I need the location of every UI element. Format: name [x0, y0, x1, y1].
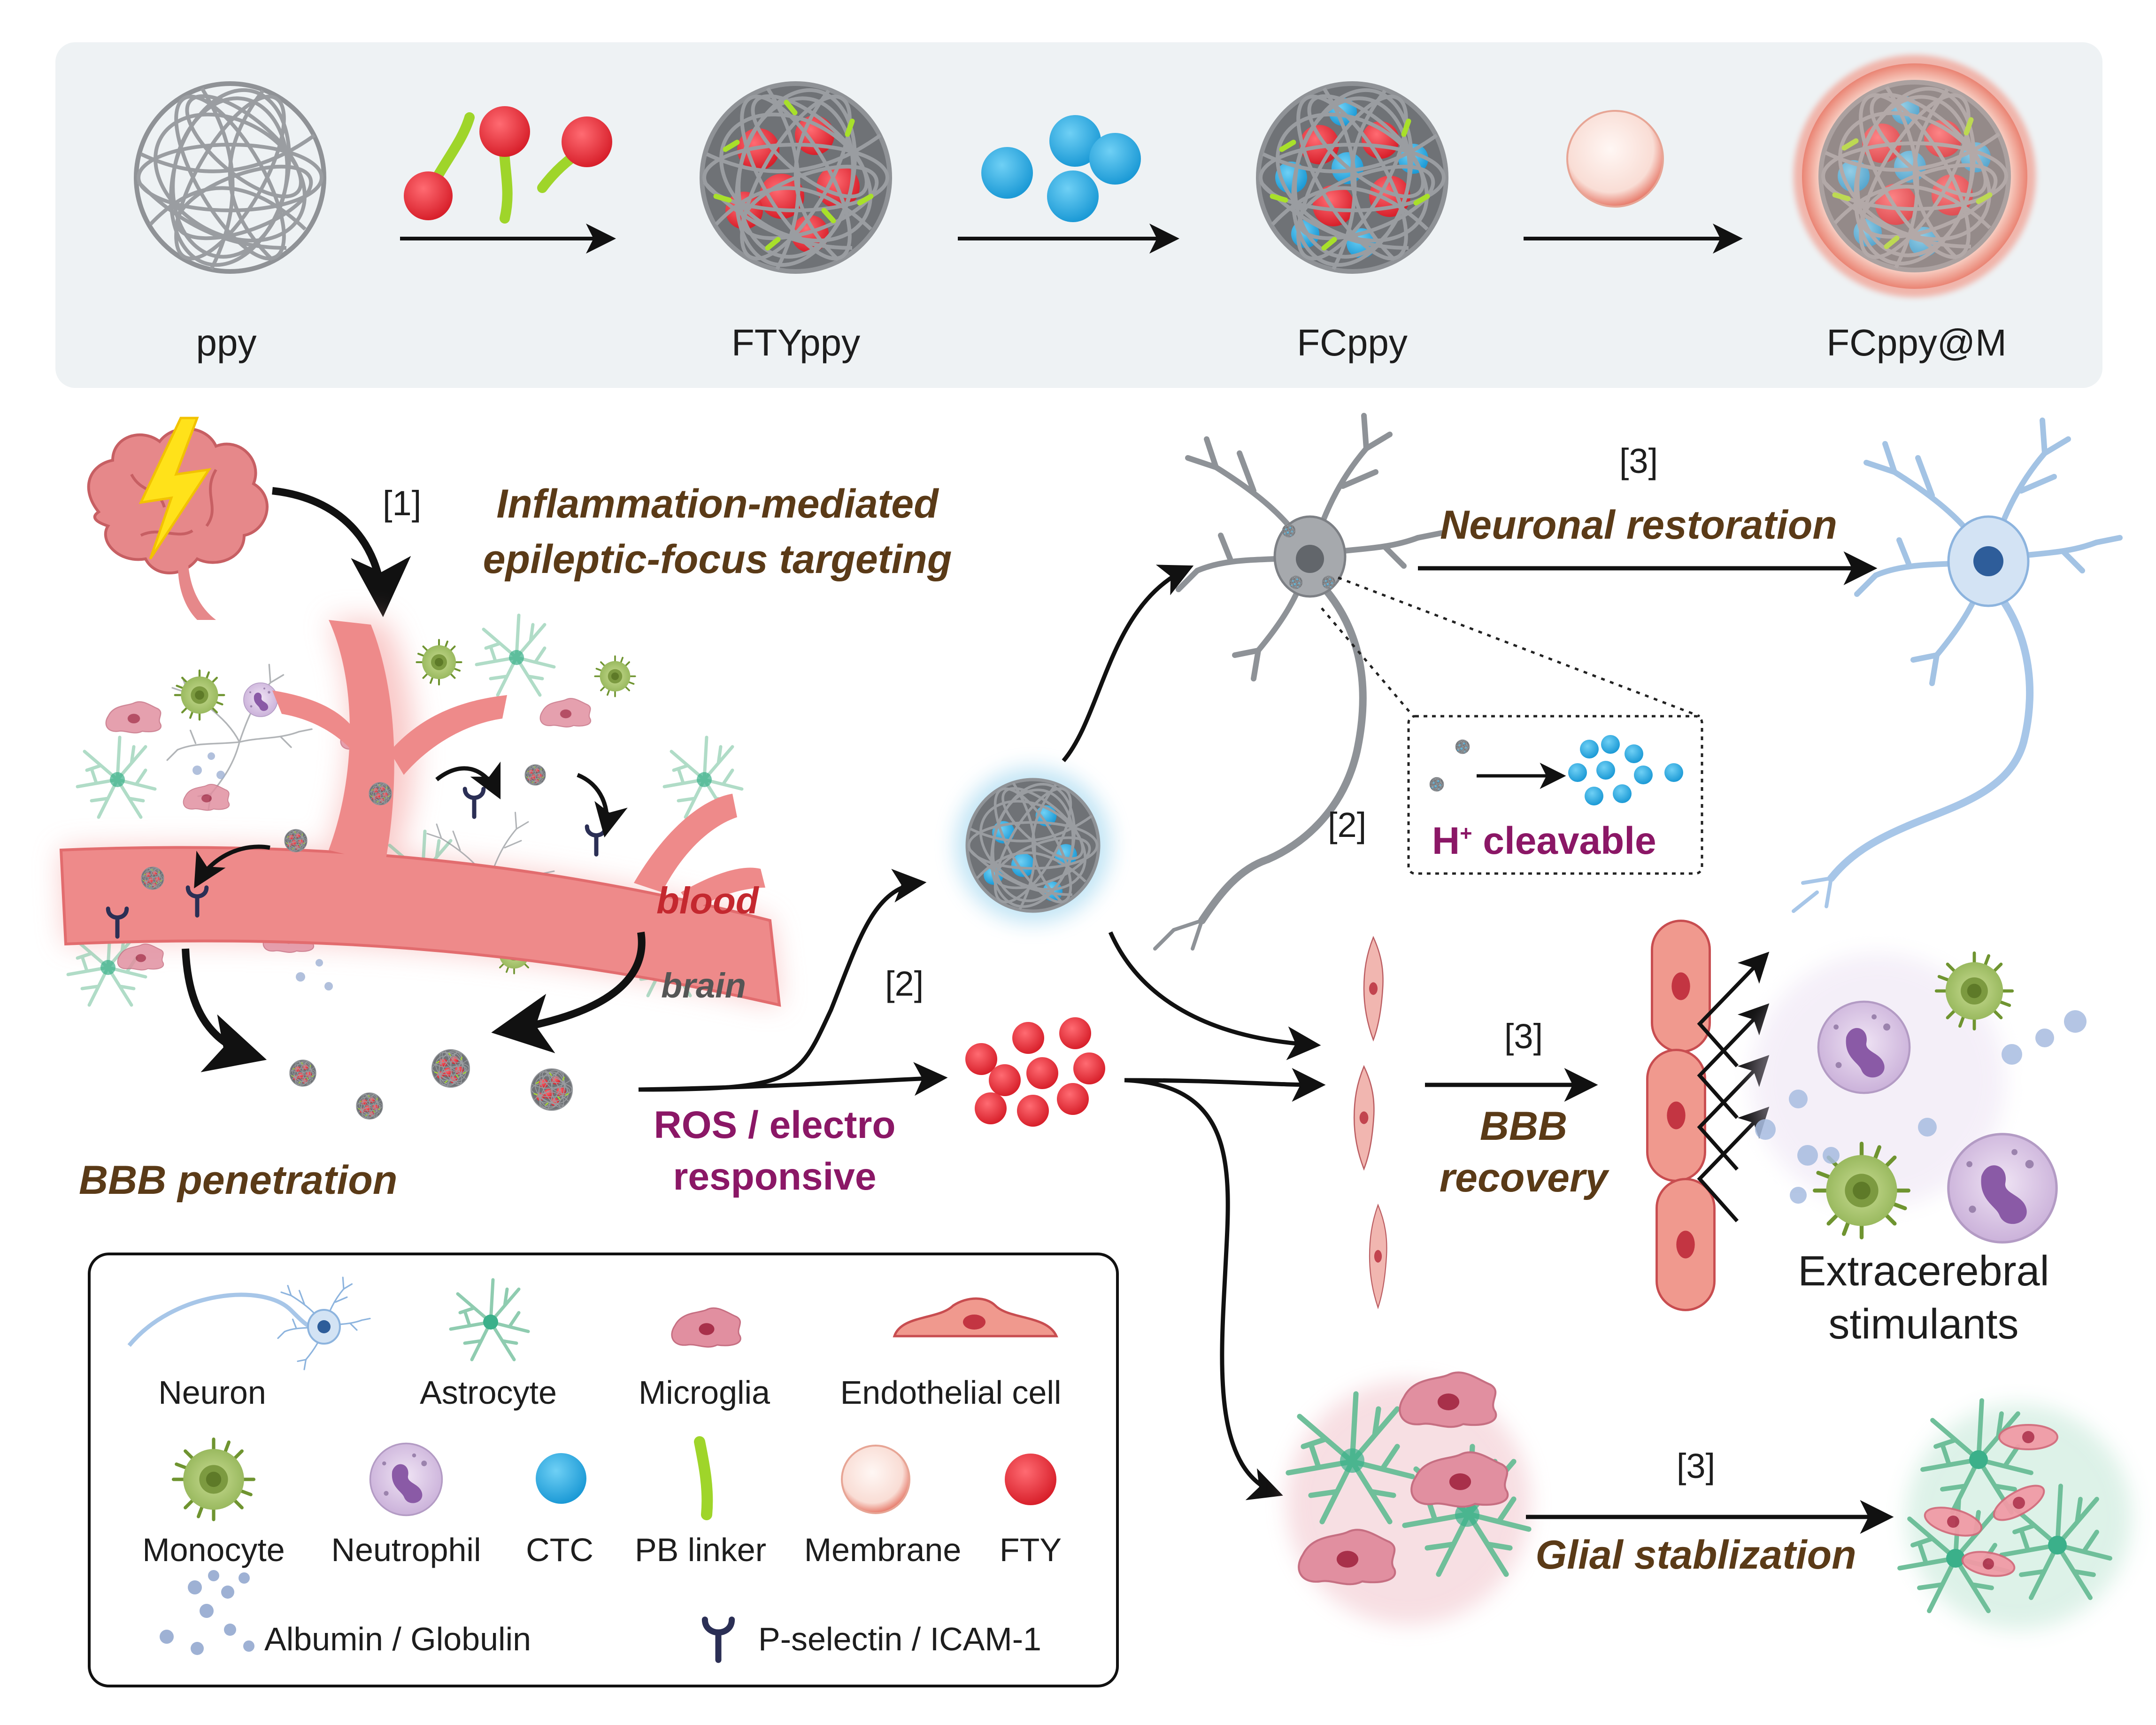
- lightning-icon: [139, 417, 212, 560]
- ctc-cage: [955, 768, 1110, 923]
- stage-label-ppy: ppy: [196, 322, 257, 364]
- legend-astrocyte-icon: [451, 1280, 528, 1360]
- arrow-fty-to-glia: [1124, 1078, 1283, 1501]
- targeting-title-line1: Inflammation-mediated: [496, 481, 939, 526]
- legend-neuron: Neuron: [158, 1374, 266, 1411]
- damaged-neuron: [1153, 416, 1441, 951]
- arrow-ctc-to-bbb: [1108, 931, 1321, 1060]
- bbb-recovery-line2: recovery: [1439, 1155, 1608, 1200]
- membrane-reagent: [1566, 110, 1664, 208]
- legend-pb-linker: PB linker: [634, 1532, 767, 1568]
- fty-linker-reagent: [404, 106, 612, 224]
- stage-label-fcppy: FCppy: [1297, 322, 1408, 364]
- step-3-bbb-label: [3]: [1504, 1017, 1543, 1056]
- brain-label: brain: [661, 966, 746, 1005]
- extracerebral-line2: stimulants: [1828, 1301, 2019, 1348]
- legend-fty-icon: [1005, 1454, 1056, 1505]
- restored-neuron: [1792, 420, 2120, 913]
- legend-membrane: Membrane: [804, 1532, 962, 1568]
- legend-neuron-icon: [127, 1276, 371, 1370]
- arrow-to-fty: [638, 1062, 948, 1096]
- glial-stabilization-label: Glial stablization: [1535, 1532, 1856, 1578]
- legend-albumin-icon: [160, 1570, 254, 1655]
- arrow-target-in: [272, 487, 411, 617]
- stage-label-ftyppy: FTYppy: [731, 322, 861, 364]
- extracerebral-line1: Extracerebral: [1798, 1248, 2049, 1295]
- fcppy-m-particle: [1794, 55, 2036, 297]
- step-3-neuron-label: [3]: [1619, 441, 1658, 480]
- legend-p-selectin-icam: P-selectin / ICAM-1: [758, 1621, 1041, 1657]
- step-2-label: [2]: [885, 964, 924, 1003]
- arrow-bbb-left: [182, 948, 267, 1072]
- legend-membrane-icon: [841, 1445, 910, 1514]
- recovered-endothelium: [1648, 921, 1715, 1310]
- ros-label-line1: ROS / electro: [654, 1104, 896, 1146]
- blood-vessel: [59, 620, 781, 1007]
- ctc-reagent: [981, 115, 1141, 222]
- h-cleavable-label: H+ cleavable: [1432, 820, 1656, 862]
- legend-monocyte-icon: [174, 1439, 254, 1520]
- arrow-to-neuron: [1062, 565, 1194, 762]
- zoom-lines: [1321, 576, 1700, 718]
- step-3-glial-label: [3]: [1676, 1447, 1716, 1485]
- targeting-title-line2: epileptic-focus targeting: [483, 537, 952, 582]
- transmigration-arrows: [194, 761, 628, 889]
- bbb-penetration-label: BBB penetration: [79, 1158, 398, 1203]
- albumin-dots-vessel: [192, 752, 333, 990]
- legend-fty: FTY: [999, 1532, 1062, 1568]
- legend-neutrophil: Neutrophil: [331, 1532, 481, 1568]
- legend-albumin-globulin: Albumin / Globulin: [264, 1621, 531, 1657]
- neuronal-restoration-label: Neuronal restoration: [1440, 503, 1837, 548]
- legend-monocyte: Monocyte: [142, 1532, 285, 1568]
- legend-neutrophil-icon: [369, 1442, 443, 1516]
- legend-endothelial-icon: [893, 1297, 1058, 1338]
- penetrated-particles: [289, 1048, 573, 1120]
- legend-box: [88, 1253, 1119, 1687]
- legend-ctc-icon: [536, 1453, 586, 1504]
- arrow-fty-to-bbb: [1124, 1067, 1326, 1102]
- blocked-stimulant-arrows: [1697, 951, 1770, 1222]
- damaged-endothelium: [1353, 936, 1387, 1308]
- extracerebral-stimulants: [1751, 953, 2087, 1242]
- ros-label-line2: responsive: [673, 1155, 877, 1198]
- step-2-neuron-label: [2]: [1328, 805, 1367, 844]
- step-1-label: [1]: [383, 484, 422, 523]
- legend-endothelial-cell: Endothelial cell: [840, 1374, 1062, 1411]
- legend-ctc: CTC: [526, 1532, 593, 1568]
- arrow-bbb-right: [491, 931, 646, 1053]
- legend-astrocyte: Astrocyte: [420, 1374, 557, 1411]
- bbb-recovery-line1: BBB: [1479, 1104, 1568, 1149]
- stabilized-glia: [1900, 1400, 2132, 1630]
- h-cleavable-content: [1429, 735, 1683, 805]
- inflamed-glia: [1286, 1372, 1531, 1625]
- h-cleavable-box: [1407, 715, 1703, 875]
- fty-released: [965, 1017, 1105, 1127]
- blood-label: blood: [656, 880, 759, 921]
- legend-microglia: Microglia: [638, 1374, 770, 1411]
- legend-pb-linker-icon: [694, 1436, 713, 1520]
- stage-label-fcppy-m: FCppy@M: [1826, 322, 2007, 364]
